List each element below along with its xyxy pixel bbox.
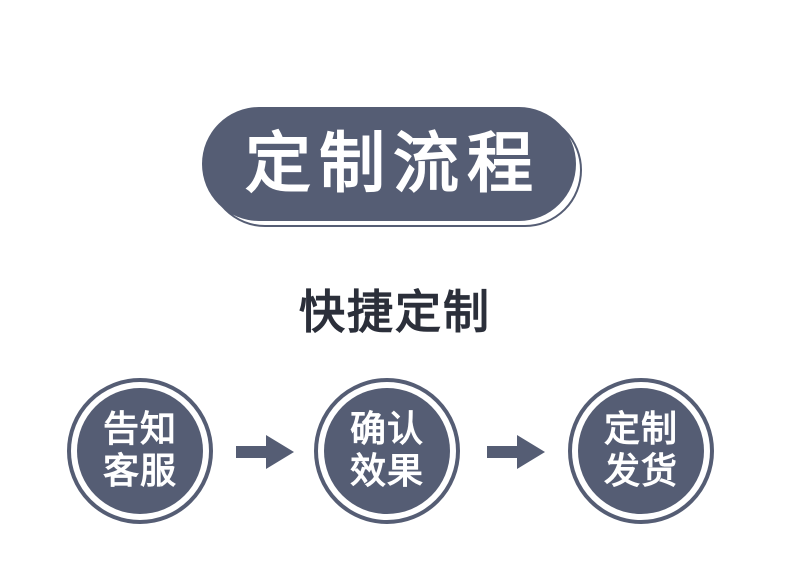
title-pill: 定制流程: [202, 107, 576, 221]
title-banner: 定制流程: [202, 107, 584, 229]
step-label-line2: 发货: [603, 451, 678, 492]
step-label-line1: 告知: [102, 409, 177, 450]
arrow-right-icon: [236, 435, 294, 469]
step-customize-ship: 定制 发货: [568, 378, 714, 524]
step-circle: 确认 效果: [324, 388, 450, 514]
step-label-line2: 效果: [349, 451, 424, 492]
step-contact-service: 告知 客服: [67, 378, 213, 524]
step-label-line1: 定制: [603, 409, 678, 450]
page-title: 定制流程: [245, 125, 541, 202]
section-subtitle: 快捷定制: [299, 285, 491, 339]
step-label-line1: 确认: [349, 409, 424, 450]
arrow-right-icon: [487, 435, 545, 469]
step-confirm-effect: 确认 效果: [314, 378, 460, 524]
step-circle: 定制 发货: [578, 388, 704, 514]
step-label-line2: 客服: [102, 451, 177, 492]
step-circle: 告知 客服: [77, 388, 203, 514]
